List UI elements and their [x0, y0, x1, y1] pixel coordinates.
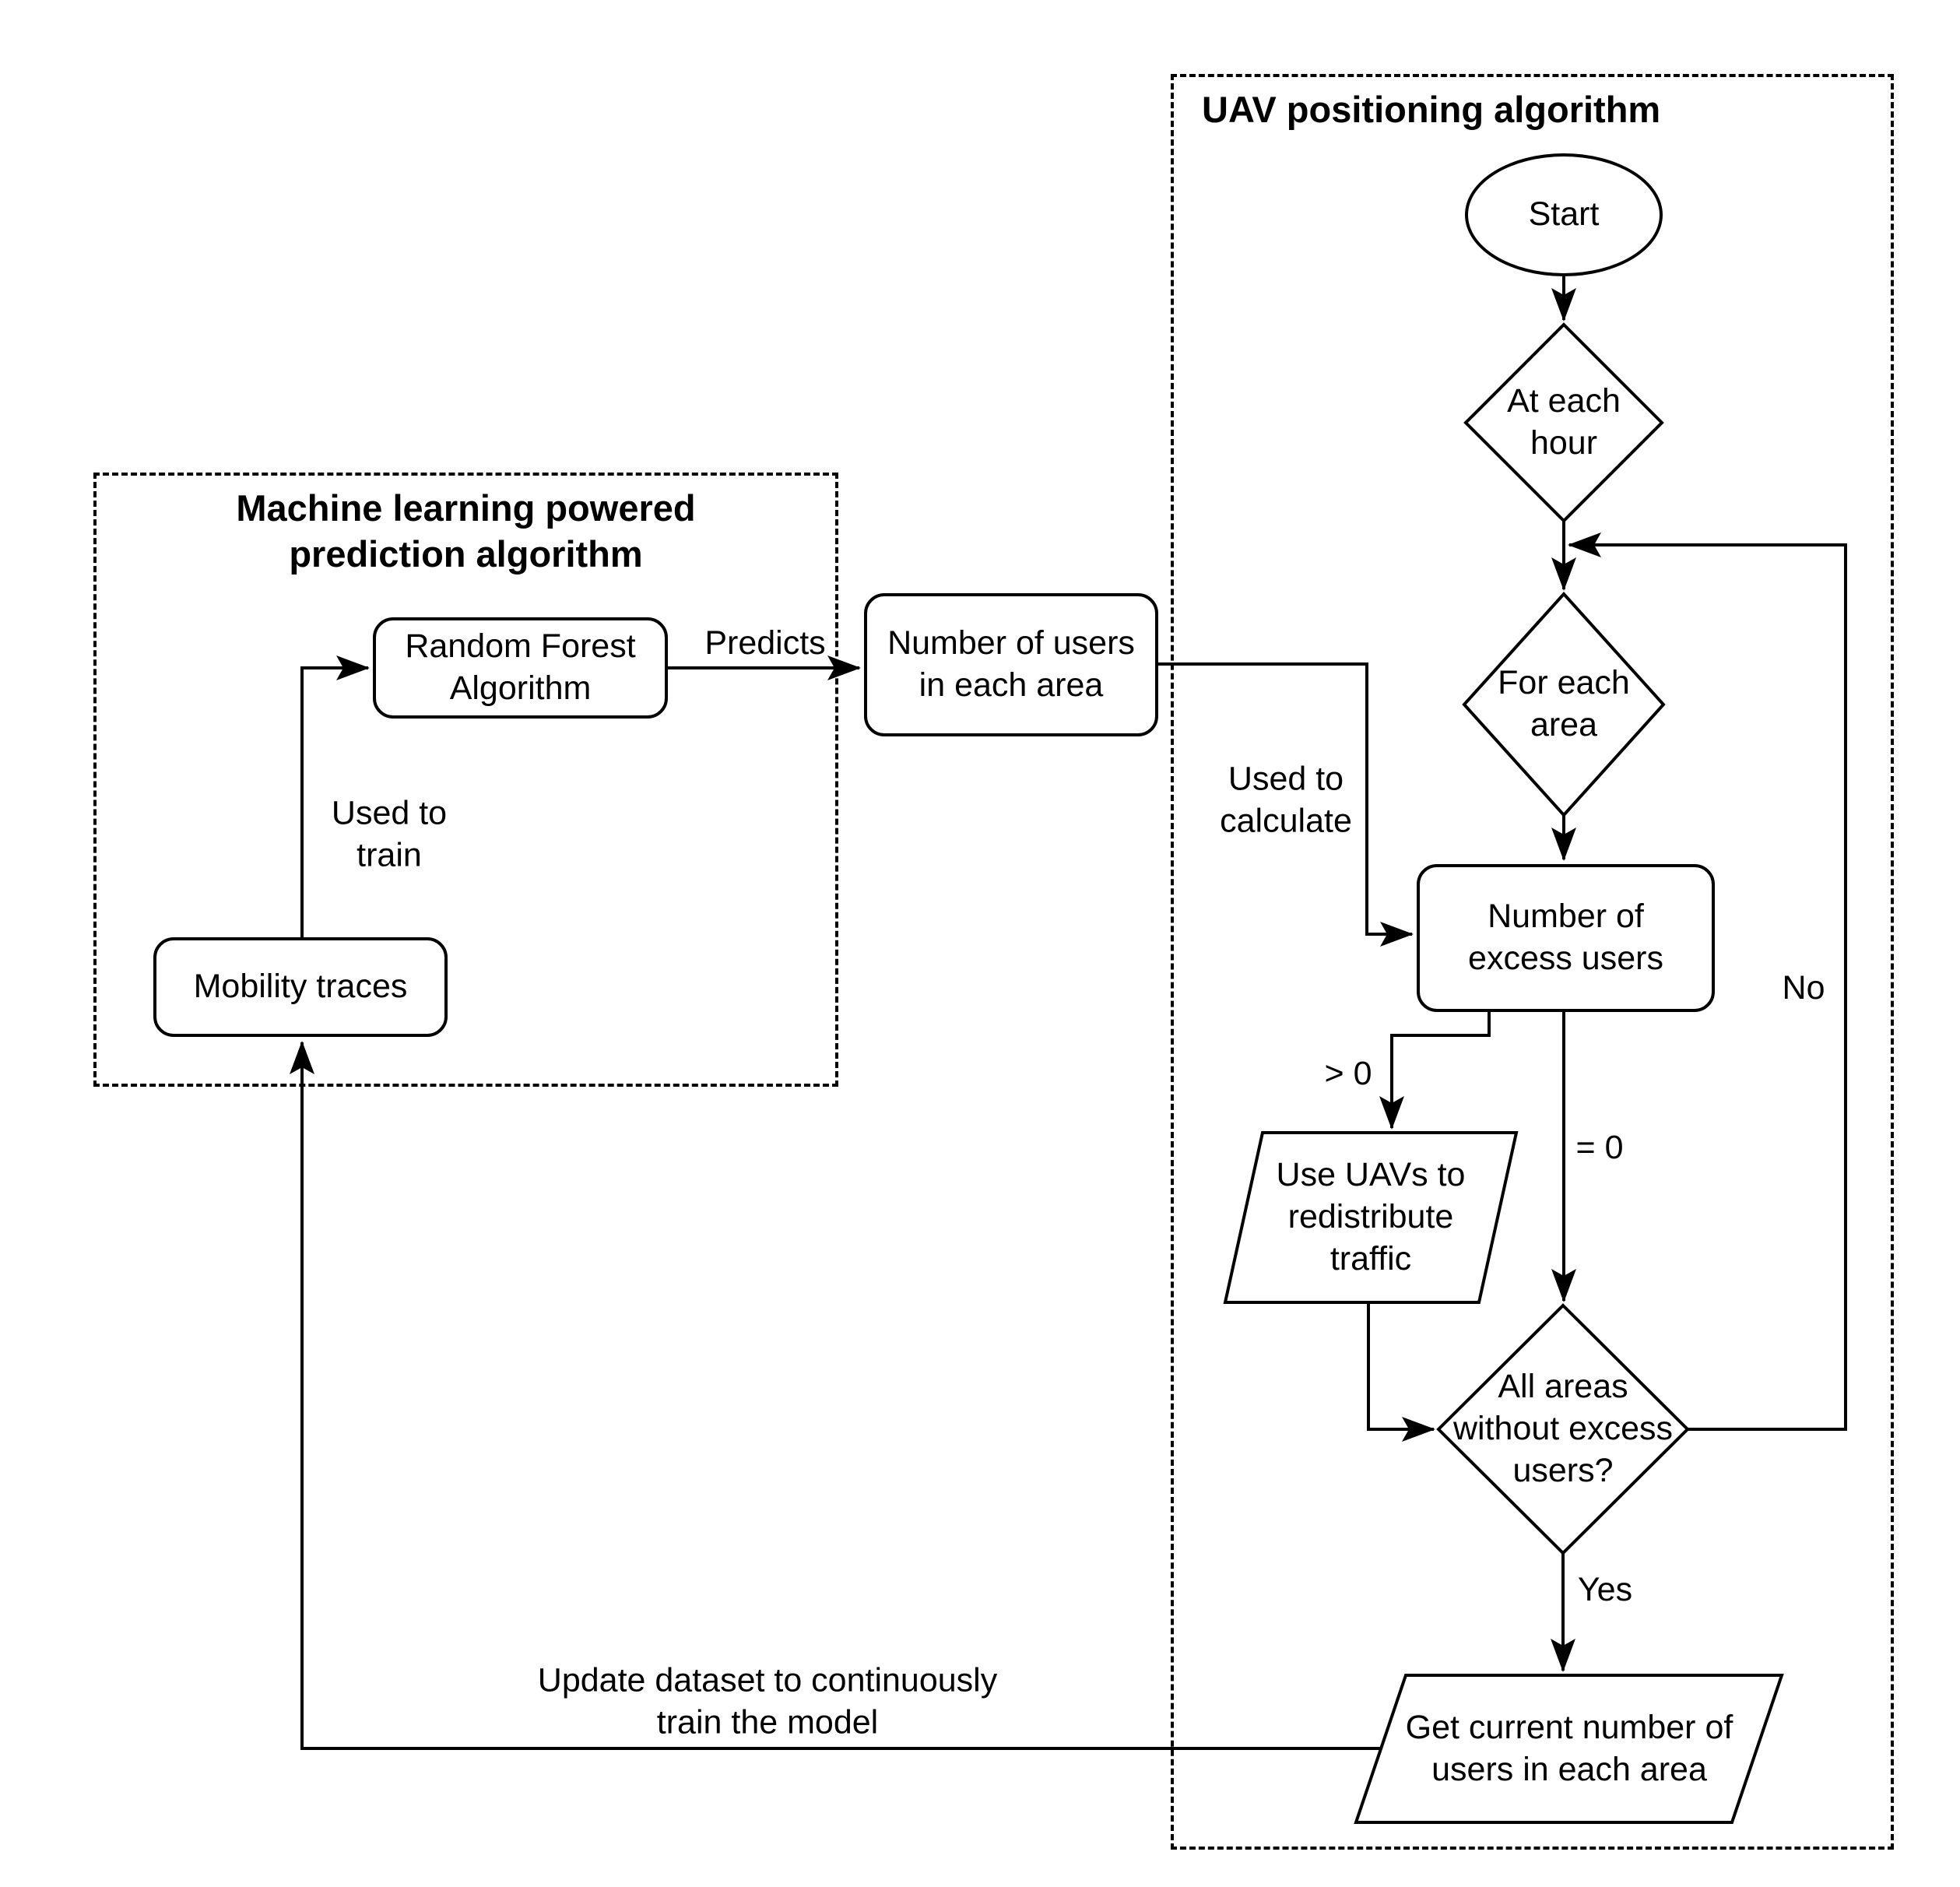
uav-positioning-group-box: UAV positioning algorithm — [1171, 74, 1894, 1850]
at-each-hour-diamond — [1463, 322, 1664, 523]
random-forest-process: Random Forest Algorithm — [373, 617, 668, 719]
use-uavs-parallelogram — [1223, 1131, 1519, 1304]
start-terminal: Start — [1465, 153, 1663, 276]
users-each-area-process: Number of users in each area — [864, 593, 1158, 736]
mobility-traces-process: Mobility traces — [153, 937, 448, 1037]
update-dataset-edge-label: Update dataset to continuously train the… — [537, 1661, 998, 1741]
no-edge-label: No — [1782, 969, 1825, 1007]
all-areas-label: All areas without excess users? — [1452, 1368, 1674, 1489]
mobility-traces-label: Mobility traces — [193, 968, 408, 1006]
edge-mobility-traces-to-random-forest — [300, 655, 370, 937]
uav-group-title: UAV positioning algorithm — [1202, 89, 1661, 130]
for-each-area-diamond — [1462, 592, 1666, 817]
get-current-parallelogram — [1354, 1674, 1784, 1824]
excess-users-process: Number of excess users — [1417, 864, 1715, 1012]
excess-users-label: Number of excess users — [1468, 898, 1663, 977]
yes-edge-label: Yes — [1577, 1571, 1633, 1609]
used-to-calculate-edge-label: Used to calculate — [1220, 760, 1352, 839]
at-each-hour-label: At each hour — [1507, 382, 1621, 462]
edge-update-dataset-to-mobility-traces — [290, 1041, 1381, 1750]
use-uavs-label: Use UAVs to redistribute traffic — [1276, 1156, 1466, 1277]
edge-use-uavs-to-all-areas — [1367, 1302, 1435, 1442]
used-to-train-edge-label: Used to train — [331, 794, 448, 873]
for-each-area-label: For each area — [1498, 664, 1630, 743]
ml-prediction-group-box: Machine learning powered prediction algo… — [93, 473, 838, 1087]
equals-zero-edge-label: = 0 — [1575, 1129, 1624, 1167]
random-forest-label: Random Forest Algorithm — [405, 627, 636, 707]
greater-than-zero-edge-label: > 0 — [1324, 1055, 1372, 1093]
predicts-edge-label: Predicts — [704, 624, 826, 662]
edge-used-to-calculate — [1158, 662, 1414, 947]
edge-excess-users-gt0-to-use-uavs — [1379, 1012, 1491, 1130]
users-each-area-label: Number of users in each area — [887, 624, 1135, 704]
all-areas-diamond — [1436, 1303, 1690, 1555]
get-current-label: Get current number of users in each area — [1405, 1708, 1733, 1788]
start-label: Start — [1528, 195, 1600, 234]
edge-no-loop — [1568, 532, 1847, 1431]
ml-group-title: Machine learning powered prediction algo… — [236, 487, 696, 575]
